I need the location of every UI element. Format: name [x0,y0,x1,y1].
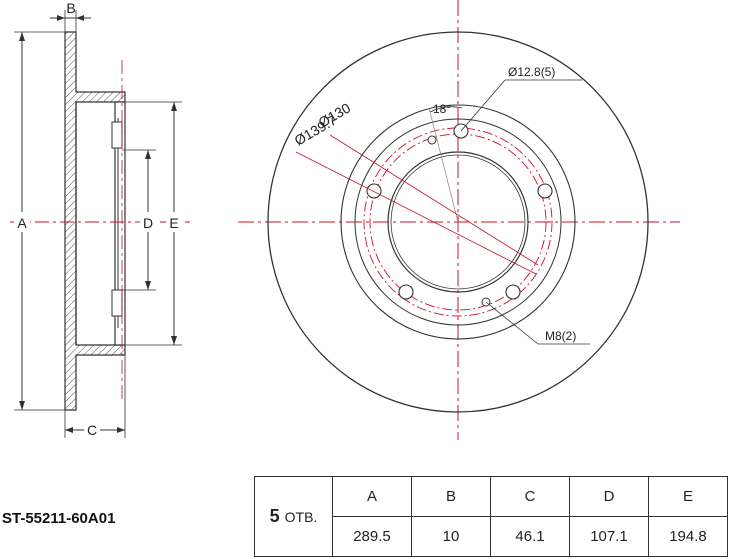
threaded-hole [427,135,437,145]
dim-label-b: B [66,0,75,16]
bolt-hole [505,284,521,300]
bolt-hole [537,183,553,199]
bolt-hole [398,284,414,300]
header-e: E [648,476,728,517]
hat-outer [354,118,562,326]
value-d: 107.1 [569,516,649,557]
dim-label-c: C [87,422,97,438]
bolt-hole [366,183,382,199]
holes-count: 5 [269,506,280,526]
holes-unit: ОТВ. [284,509,318,525]
header-a: A [332,476,412,517]
header-b: B [411,476,491,517]
value-e: 194.8 [648,516,728,557]
disc-outer-edge [267,31,649,413]
specs-table: 5 ОТВ. A B C D E 289.5 10 46.1 107.1 194… [254,476,728,557]
value-c: 46.1 [490,516,570,557]
header-c: C [490,476,570,517]
side-view: A B C D E [10,0,190,439]
dim-label-a: A [17,215,27,231]
center-bore [387,151,529,293]
specs-value-row: 289.5 10 46.1 107.1 194.8 [255,516,728,557]
hole-diameter-label: Ø12.8(5) [508,65,555,79]
value-a: 289.5 [332,516,412,557]
side-hat-wall [114,101,126,346]
bolt-circle-outer [363,127,553,317]
brake-disc-drawing: A B C D E [10,0,680,440]
holes-cell: 5 ОТВ. [254,476,333,557]
angle-label: 18° [433,102,451,116]
thread-label: M8(2) [545,329,576,343]
dim-label-e: E [169,215,178,231]
header-d: D [569,476,649,517]
dim-label-d: D [143,215,153,231]
part-number: ST-55211-60A01 [2,510,116,527]
disc-friction-inner [340,104,576,340]
center-bore-chamfer [390,154,526,290]
value-b: 10 [411,516,491,557]
front-view: 18° Ø12.8(5) Ø130 Ø139.7 M8(2) [238,0,680,440]
specs-header-row: 5 ОТВ. A B C D E [254,476,728,557]
